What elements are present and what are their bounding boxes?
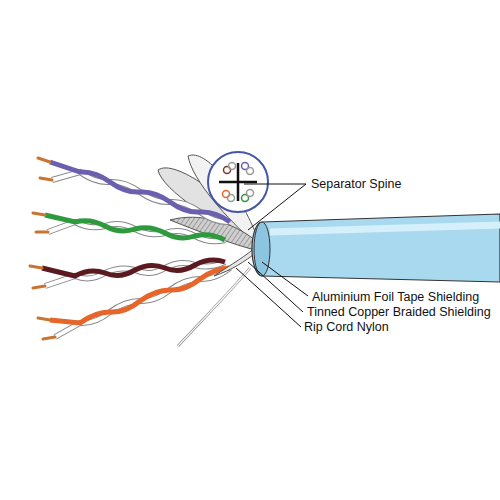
cable-jacket xyxy=(252,214,500,282)
wire-purple xyxy=(50,162,230,222)
part-label: Aluminium Foil Tape Shielding xyxy=(312,290,479,304)
foil-shield xyxy=(214,246,257,276)
jacket-highlight xyxy=(270,225,500,232)
leader-lines xyxy=(236,184,308,327)
part-label: Rip Cord Nylon xyxy=(304,320,389,334)
wire-white xyxy=(52,172,230,222)
wire-white xyxy=(48,222,225,241)
wire-green xyxy=(45,215,225,240)
part-label: Separator Spine xyxy=(311,177,401,191)
wire-brown xyxy=(42,260,225,276)
cross-section-inset xyxy=(208,152,268,212)
wire-white xyxy=(48,222,225,241)
part-label: Tinned Copper Braided Shielding xyxy=(307,305,491,319)
jacket-end xyxy=(254,222,270,276)
wire-white xyxy=(52,172,230,222)
wire-orange xyxy=(50,268,230,323)
copper-tips xyxy=(30,158,55,339)
